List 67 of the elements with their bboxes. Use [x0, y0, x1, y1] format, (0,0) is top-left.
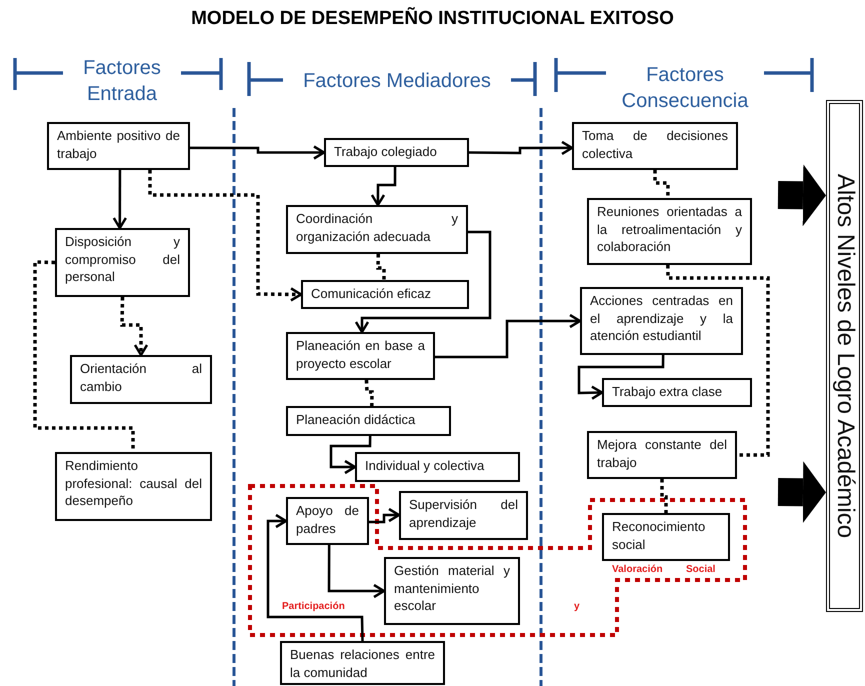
- box-text: Planeación en base a proyecto escolar: [296, 337, 425, 372]
- connector-line: [364, 380, 374, 406]
- box-text: Trabajo colegiado: [334, 143, 438, 161]
- process-box: [286, 332, 435, 380]
- arrow: [578, 354, 664, 400]
- connector-line: [653, 170, 670, 198]
- arrow: [148, 170, 302, 302]
- process-box: [355, 452, 520, 482]
- process-box: [602, 378, 752, 407]
- process-box: [384, 557, 520, 625]
- process-box: [47, 122, 190, 170]
- box-text: Mejora constante del trabajo: [597, 436, 727, 472]
- box-text: Rendimiento profesional: causal del desempeño: [65, 457, 202, 510]
- process-box: [286, 205, 468, 254]
- process-box: [587, 431, 737, 479]
- arrow: [120, 296, 148, 356]
- process-box: [55, 228, 190, 297]
- box-text: Orientación al cambio: [80, 360, 202, 396]
- box-text: Planeación didáctica: [296, 411, 416, 429]
- box-text: Coordinación y organización adecuada: [296, 210, 458, 246]
- group-label: Social: [686, 564, 716, 575]
- process-box: [55, 452, 212, 521]
- process-box: [280, 641, 445, 685]
- arrow: [330, 436, 372, 474]
- arrow: [190, 145, 326, 160]
- box-text: Buenas relaciones entre la comunidad: [290, 646, 435, 682]
- box-text: Acciones centradas en el aprendizaje y la atención estudiantil: [590, 292, 733, 345]
- box-text: Reuniones orientadas a la retroalimentación y colaboración: [597, 203, 742, 256]
- process-box: [399, 491, 528, 540]
- process-box: [602, 513, 730, 561]
- diagram-title: MODELO DE DESEMPEÑO INSTITUCIONAL EXITOSO: [190, 8, 675, 30]
- arrow: [112, 170, 128, 230]
- box-text: Altos Niveles de Logro Académico: [830, 174, 860, 538]
- group-label: y: [574, 601, 580, 612]
- box-text: Ambiente positivo de trabajo: [57, 127, 180, 162]
- process-box: [286, 497, 369, 545]
- connector-line: [666, 264, 770, 457]
- box-text: Disposición y compromiso del personal: [65, 233, 180, 286]
- arrow: [328, 545, 386, 598]
- process-box: [587, 198, 752, 265]
- arrow: [369, 508, 400, 524]
- box-text: Reconocimiento social: [612, 518, 706, 554]
- process-box: [286, 406, 451, 436]
- process-box: [301, 280, 469, 309]
- box-text: Apoyo de padres: [296, 502, 359, 538]
- arrow: [468, 140, 574, 156]
- connector-line: [660, 479, 668, 513]
- box-text: Supervisión del aprendizaje: [409, 496, 518, 532]
- box-text: Trabajo extra clase: [612, 383, 724, 401]
- process-box: [580, 287, 743, 355]
- block-arrow: [778, 164, 826, 226]
- block-arrow: [778, 461, 826, 524]
- process-box: [572, 122, 738, 170]
- group-label: Participación: [282, 601, 345, 612]
- box-text: Toma de decisiones colectiva: [582, 127, 728, 162]
- arrow: [354, 230, 492, 334]
- box-text: Individual y colectiva: [365, 457, 486, 475]
- arrow: [266, 514, 364, 642]
- process-box: [324, 138, 469, 167]
- arrow: [370, 167, 396, 206]
- result-box: [826, 100, 863, 612]
- box-text: Comunicación eficaz: [311, 285, 432, 303]
- connector-line: [376, 254, 386, 280]
- box-text: Gestión material y mantenimiento escolar: [394, 562, 510, 615]
- process-box: [70, 355, 212, 404]
- arrow: [435, 314, 582, 358]
- group-label: Valoración: [612, 564, 663, 575]
